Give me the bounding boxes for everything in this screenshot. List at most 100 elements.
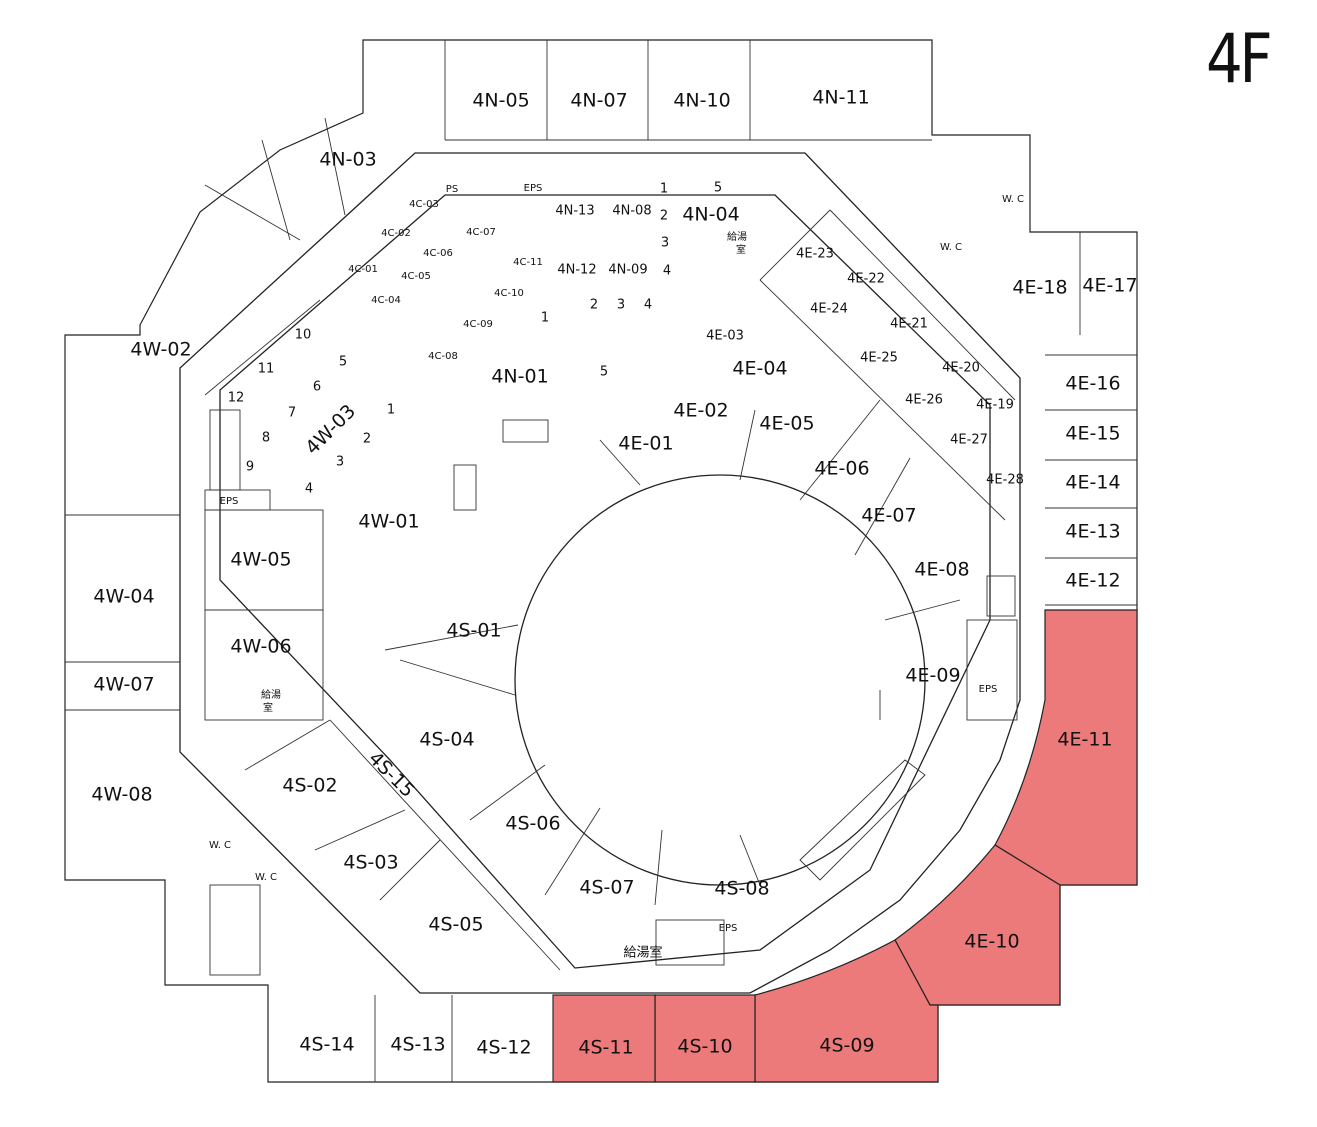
room-number: 5 <box>600 365 608 380</box>
unit-4S-01[interactable]: 4S-01 <box>446 620 501 642</box>
eps-label: EPS <box>524 183 543 194</box>
unit-4N-04[interactable]: 4N-05 <box>472 90 529 112</box>
ps-label: PS <box>446 184 458 195</box>
unit-4C-10[interactable]: 4C-10 <box>494 288 524 299</box>
unit-4E-20[interactable]: 4E-20 <box>942 361 980 376</box>
unit-4E-11-label[interactable]: 4E-11 <box>1057 729 1112 751</box>
room-number: 4 <box>663 264 671 279</box>
unit-4E-22[interactable]: 4E-22 <box>847 272 885 287</box>
unit-4E-18[interactable]: 4E-18 <box>1012 277 1067 299</box>
labels-west: 4W-02 4W-01 4W-05 4W-04 4W-06 4W-07 4W-0… <box>91 339 419 806</box>
unit-4S-03[interactable]: 4S-03 <box>343 852 398 874</box>
unit-4W-08[interactable]: 4W-08 <box>91 784 152 806</box>
unit-4E-02[interactable]: 4E-02 <box>673 400 728 422</box>
unit-4W-02[interactable]: 4W-02 <box>130 339 191 361</box>
room-number: 8 <box>262 431 270 446</box>
unit-4S-08[interactable]: 4S-08 <box>714 878 769 900</box>
unit-4E-19[interactable]: 4E-19 <box>976 398 1014 413</box>
kitchen-label-top: 給湯 <box>261 688 281 701</box>
unit-4W-04[interactable]: 4W-04 <box>93 586 154 608</box>
unit-4W-05[interactable]: 4W-05 <box>230 549 291 571</box>
unit-4S-09[interactable] <box>754 939 939 1083</box>
room-number: 3 <box>336 455 344 470</box>
unit-4E-04[interactable]: 4E-04 <box>732 358 787 380</box>
unit-4E-23[interactable]: 4E-23 <box>796 247 834 262</box>
unit-4E-09[interactable]: 4E-09 <box>905 665 960 687</box>
unit-4C-08[interactable]: 4C-08 <box>428 351 458 362</box>
unit-4N-05[interactable]: 4N-07 <box>570 90 627 112</box>
unit-4W-01[interactable]: 4W-01 <box>358 511 419 533</box>
room-number: 2 <box>660 209 668 224</box>
unit-4E-01[interactable]: 4E-01 <box>618 433 673 455</box>
labels-center: 4C-03 4C-02 4C-07 4C-06 4C-01 4C-05 4C-0… <box>348 199 543 362</box>
unit-4C-03[interactable]: 4C-03 <box>409 199 439 210</box>
room-number: 5 <box>714 181 722 196</box>
labels-south: 4S-01 4S-04 4S-02 4S-06 4S-03 4S-07 4S-0… <box>282 620 874 1059</box>
unit-4S-12[interactable]: 4S-12 <box>476 1037 531 1059</box>
unit-4N-12[interactable]: 4N-12 <box>557 263 596 278</box>
unit-4N-07[interactable]: 4N-04 <box>682 204 739 226</box>
unit-4E-12[interactable]: 4E-12 <box>1065 570 1120 592</box>
unit-4E-08[interactable]: 4E-08 <box>914 559 969 581</box>
unit-4E-15[interactable]: 4E-15 <box>1065 423 1120 445</box>
unit-4E-03[interactable]: 4E-03 <box>706 329 744 344</box>
unit-4S-13[interactable]: 4S-13 <box>390 1034 445 1056</box>
unit-4E-27[interactable]: 4E-27 <box>950 433 988 448</box>
unit-4S-09-label[interactable]: 4S-09 <box>819 1035 874 1057</box>
room-number: 12 <box>228 391 245 406</box>
unit-4S-07[interactable]: 4S-07 <box>579 877 634 899</box>
unit-4W-07[interactable]: 4W-07 <box>93 674 154 696</box>
unit-4E-25[interactable]: 4E-25 <box>860 351 898 366</box>
unit-4N-08[interactable]: 4N-10 <box>673 90 730 112</box>
unit-4S-02[interactable]: 4S-02 <box>282 775 337 797</box>
unit-4E-07[interactable]: 4E-07 <box>861 505 916 527</box>
unit-4S-05[interactable]: 4S-05 <box>428 914 483 936</box>
unit-4N-01[interactable]: 4N-01 <box>491 366 548 388</box>
room-number: 4 <box>644 298 652 313</box>
unit-4S-14[interactable]: 4S-14 <box>299 1034 354 1056</box>
room-number: 2 <box>590 298 598 313</box>
unit-4N-11[interactable]: 4N-09 <box>608 263 647 278</box>
unit-4C-01[interactable]: 4C-01 <box>348 264 378 275</box>
wc-label: W. C <box>255 872 277 883</box>
unit-4E-14[interactable]: 4E-14 <box>1065 472 1120 494</box>
unit-4W-06[interactable]: 4W-06 <box>230 636 291 658</box>
unit-4E-26[interactable]: 4E-26 <box>905 393 943 408</box>
room-number: 1 <box>660 182 668 197</box>
unit-4N-13[interactable]: 4N-13 <box>555 204 594 219</box>
unit-4E-05[interactable]: 4E-05 <box>759 413 814 435</box>
unit-4C-06[interactable]: 4C-06 <box>423 248 453 259</box>
unit-4E-24[interactable]: 4E-24 <box>810 302 848 317</box>
unit-4N-03[interactable]: 4N-03 <box>319 149 376 171</box>
labels-4n-rooms: 1 2 3 4 5 1 2 3 4 5 <box>541 181 722 380</box>
unit-4S-10[interactable] <box>654 994 756 1083</box>
eps-label: EPS <box>220 496 239 507</box>
unit-4C-04[interactable]: 4C-04 <box>371 295 401 306</box>
labels-facilities: PS EPS EPS EPS EPS W. C W. C W. C W. C 給… <box>209 183 1024 961</box>
unit-4E-10-label[interactable]: 4E-10 <box>964 931 1019 953</box>
unit-4S-06[interactable]: 4S-06 <box>505 813 560 835</box>
unit-4S-10-label[interactable]: 4S-10 <box>677 1036 732 1058</box>
unit-4C-09[interactable]: 4C-09 <box>463 319 493 330</box>
unit-4S-11-label[interactable]: 4S-11 <box>578 1037 633 1059</box>
unit-4C-07[interactable]: 4C-07 <box>466 227 496 238</box>
unit-4N-09[interactable]: 4N-11 <box>812 87 869 109</box>
room-number: 10 <box>295 328 312 343</box>
unit-4E-16[interactable]: 4E-16 <box>1065 373 1120 395</box>
room-number: 2 <box>363 432 371 447</box>
room-number: 7 <box>288 406 296 421</box>
wc-label: W. C <box>209 840 231 851</box>
unit-4E-21[interactable]: 4E-21 <box>890 317 928 332</box>
unit-4C-11[interactable]: 4C-11 <box>513 257 543 268</box>
unit-4S-04[interactable]: 4S-04 <box>419 729 474 751</box>
unit-4N-10[interactable]: 4N-08 <box>612 204 651 219</box>
room-number: 9 <box>246 460 254 475</box>
unit-4E-13[interactable]: 4E-13 <box>1065 521 1120 543</box>
unit-4C-05[interactable]: 4C-05 <box>401 271 431 282</box>
unit-4S-11[interactable] <box>552 994 656 1083</box>
unit-4E-28[interactable]: 4E-28 <box>986 473 1024 488</box>
unit-4E-06[interactable]: 4E-06 <box>814 458 869 480</box>
unit-4E-17[interactable]: 4E-17 <box>1082 275 1137 297</box>
unit-4C-02[interactable]: 4C-02 <box>381 228 411 239</box>
